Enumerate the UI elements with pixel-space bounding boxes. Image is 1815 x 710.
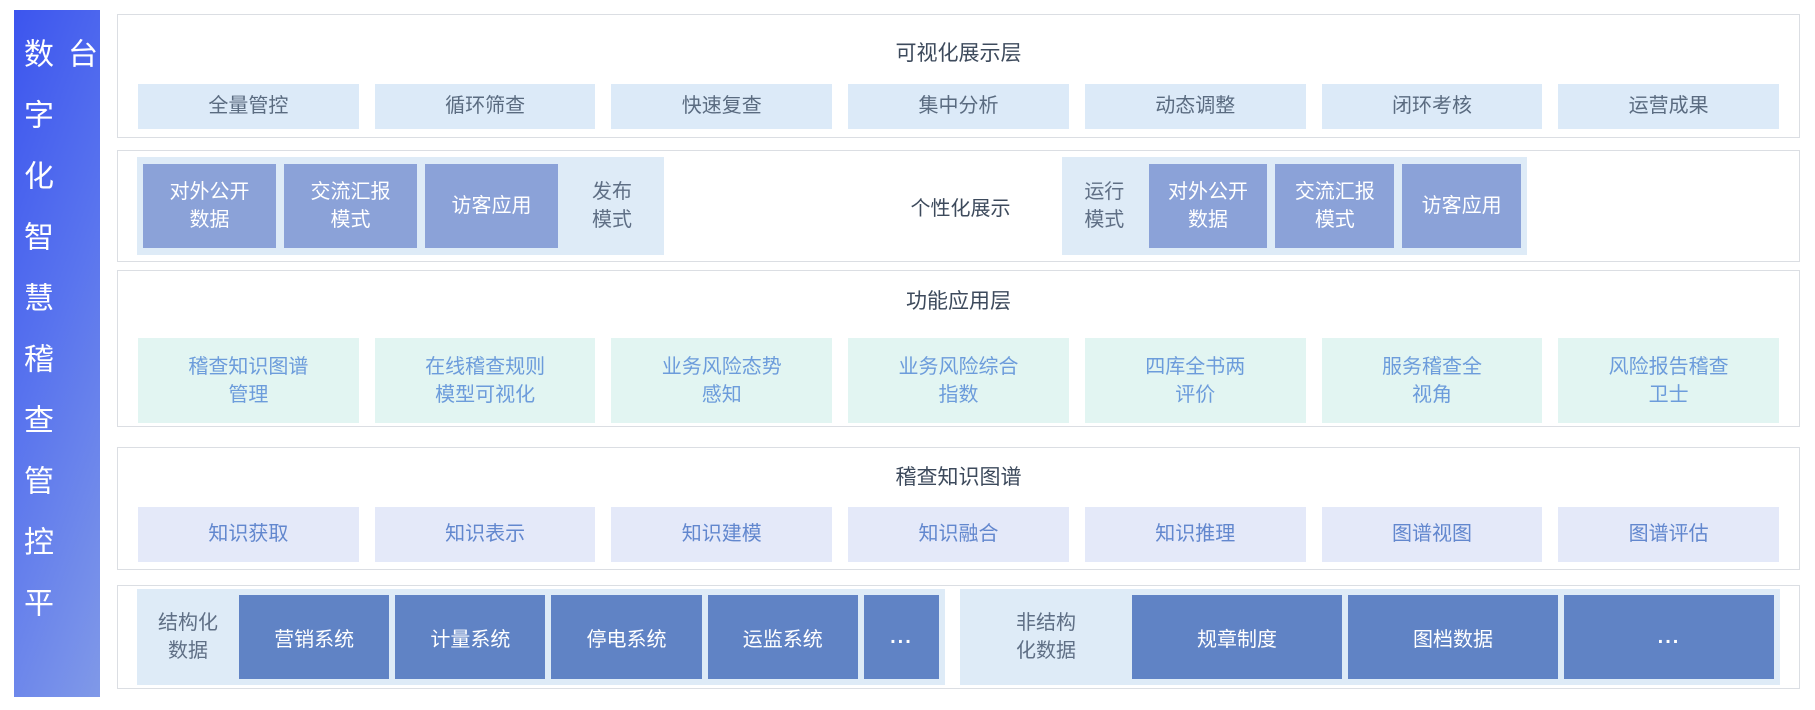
mode-box: 交流汇报 模式 [1275,164,1395,248]
architecture-diagram: 可视化展示层 全量管控 循环筛查 快速复查 集中分析 动态调整 闭环考核 运营成… [117,14,1800,689]
layer-item: 四库全书两 评价 [1084,338,1306,423]
visualization-layer-title: 可视化展示层 [895,42,1022,65]
layer-item: 稽查知识图谱 管理 [138,338,359,423]
layer-item: 知识获取 [138,507,359,562]
data-source-box: 运监系统 [707,595,858,679]
layer-item: 快速复查 [611,84,833,129]
layer-item: 在线稽查规则 模型可视化 [374,338,596,423]
layer-item: 闭环考核 [1321,84,1543,129]
layer-item: 图谱视图 [1321,507,1543,562]
run-mode-group: 运行 模式 对外公开 数据 交流汇报 模式 访客应用 [1062,157,1527,255]
layer-item: 业务风险态势 感知 [611,338,833,423]
layer-item: 图谱评估 [1558,507,1780,562]
unstructured-data-label: 非结构 化数据 [1016,612,1076,662]
layer-item: 循环筛查 [374,84,596,129]
data-source-box: 计量系统 [395,595,546,679]
mode-box: 访客应用 [425,164,558,248]
data-source-box: 营销系统 [239,595,390,679]
layer-item: 业务风险综合 指数 [848,338,1069,423]
ellipsis-text: ... [890,625,913,648]
mode-box: 交流汇报 模式 [284,164,417,248]
structured-data-group: 结构化 数据 营销系统 计量系统 停电系统 运监系统 ... [137,589,945,685]
visualization-items-row: 全量管控 循环筛查 快速复查 集中分析 动态调整 闭环考核 运营成果 [118,84,1799,129]
layer-item: 全量管控 [138,84,359,129]
data-source-box: 规章制度 [1132,595,1342,679]
data-source-box: 停电系统 [551,595,702,679]
application-items-row: 稽查知识图谱 管理 在线稽查规则 模型可视化 业务风险态势 感知 业务风险综合 … [118,338,1799,423]
knowledge-graph-layer: 稽查知识图谱 知识获取 知识表示 知识建模 知识融合 知识推理 图谱视图 图谱评… [117,447,1800,570]
platform-title: 数字化智慧稽查管控平台 [19,38,96,648]
ellipsis-box: ... [863,595,939,679]
publish-mode-group: 对外公开 数据 交流汇报 模式 访客应用 发布 模式 [137,157,664,255]
platform-sidebar: 数字化智慧稽查管控平台 [14,10,100,697]
knowledge-graph-items-row: 知识获取 知识表示 知识建模 知识融合 知识推理 图谱视图 图谱评估 [118,507,1799,562]
mode-box: 对外公开 数据 [1148,164,1268,248]
layer-item: 知识建模 [611,507,833,562]
application-layer-title: 功能应用层 [906,290,1011,313]
data-source-layer: 结构化 数据 营销系统 计量系统 停电系统 运监系统 ... 非结构 化数据 规… [117,585,1800,689]
ellipsis-box: ... [1564,595,1774,679]
display-mode-layer: 对外公开 数据 交流汇报 模式 访客应用 发布 模式 个性化展示 运行 模式 对… [117,150,1800,262]
visualization-layer: 可视化展示层 全量管控 循环筛查 快速复查 集中分析 动态调整 闭环考核 运营成… [117,14,1800,138]
unstructured-data-group: 非结构 化数据 规章制度 图档数据 ... [960,589,1780,685]
mode-box: 对外公开 数据 [143,164,276,248]
data-source-box: 图档数据 [1348,595,1558,679]
spacer [1527,206,1799,207]
layer-item: 知识融合 [848,507,1069,562]
layer-item: 服务稽查全 视角 [1321,338,1543,423]
layer-item: 风险报告稽查 卫士 [1558,338,1780,423]
layer-item: 知识推理 [1084,507,1306,562]
personalized-display-label: 个性化展示 [910,197,1011,220]
mode-box: 访客应用 [1402,164,1521,248]
layer-item: 动态调整 [1084,84,1306,129]
application-layer: 功能应用层 稽查知识图谱 管理 在线稽查规则 模型可视化 业务风险态势 感知 业… [117,270,1800,427]
layer-item: 知识表示 [374,507,596,562]
layer-item: 集中分析 [848,84,1069,129]
structured-data-label: 结构化 数据 [158,612,218,662]
publish-mode-label: 发布 模式 [592,181,632,231]
knowledge-graph-layer-title: 稽查知识图谱 [895,466,1022,489]
layer-item: 运营成果 [1558,84,1780,129]
ellipsis-text: ... [1657,625,1681,648]
run-mode-label: 运行 模式 [1084,181,1125,231]
